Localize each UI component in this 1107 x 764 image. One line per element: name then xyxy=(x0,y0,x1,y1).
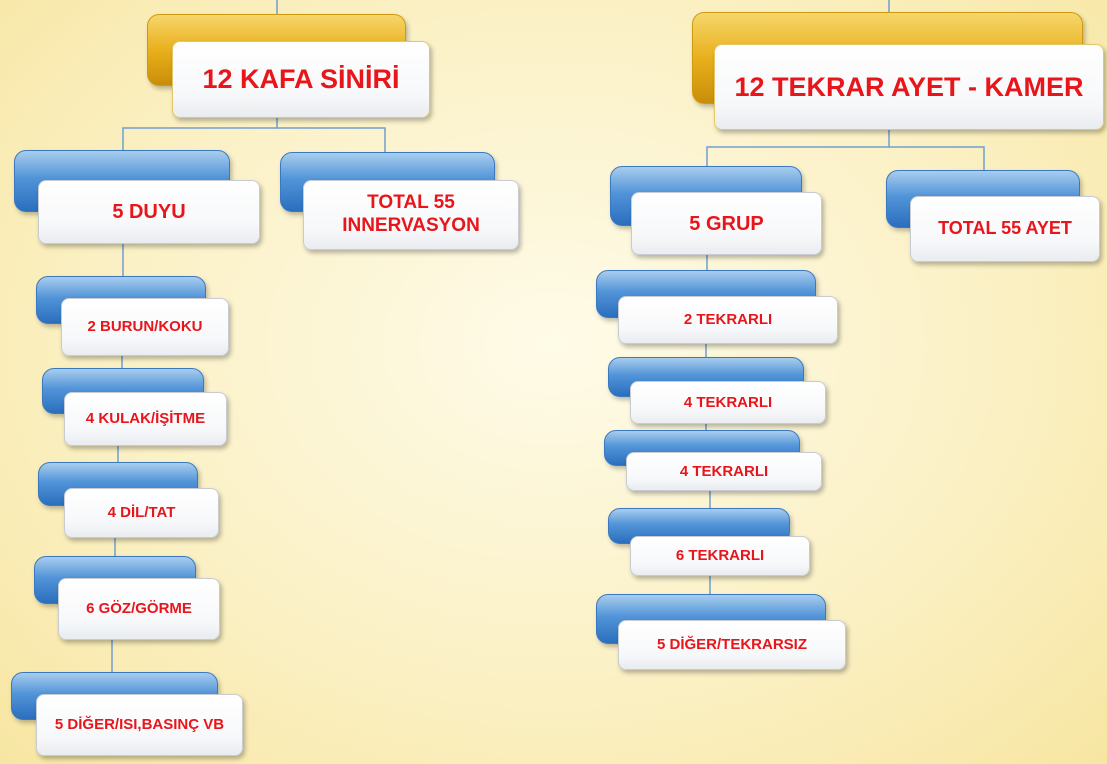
left-item-3-label: 4 DİL/TAT xyxy=(64,488,219,538)
left-item-5-label: 5 DİĞER/ISI,BASINÇ VB xyxy=(36,694,243,756)
right-grup-label: 5 GRUP xyxy=(631,192,822,255)
left-root-label: 12 KAFA SİNİRİ xyxy=(172,41,430,118)
right-item-2-label: 4 TEKRARLI xyxy=(630,381,826,424)
right-item-4-label: 6 TEKRARLI xyxy=(630,536,810,576)
right-item-3-label: 4 TEKRARLI xyxy=(626,452,822,491)
left-item-2-label: 4 KULAK/İŞİTME xyxy=(64,392,227,446)
right-item-1-label: 2 TEKRARLI xyxy=(618,296,838,344)
left-item-1-label: 2 BURUN/KOKU xyxy=(61,298,229,356)
right-total-label: TOTAL 55 AYET xyxy=(910,196,1100,262)
right-item-5-label: 5 DİĞER/TEKRARSIZ xyxy=(618,620,846,670)
right-root-label: 12 TEKRAR AYET - KAMER xyxy=(714,44,1104,130)
left-total-label: TOTAL 55 INNERVASYON xyxy=(303,180,519,250)
left-item-4-label: 6 GÖZ/GÖRME xyxy=(58,578,220,640)
left-duyu-label: 5 DUYU xyxy=(38,180,260,244)
